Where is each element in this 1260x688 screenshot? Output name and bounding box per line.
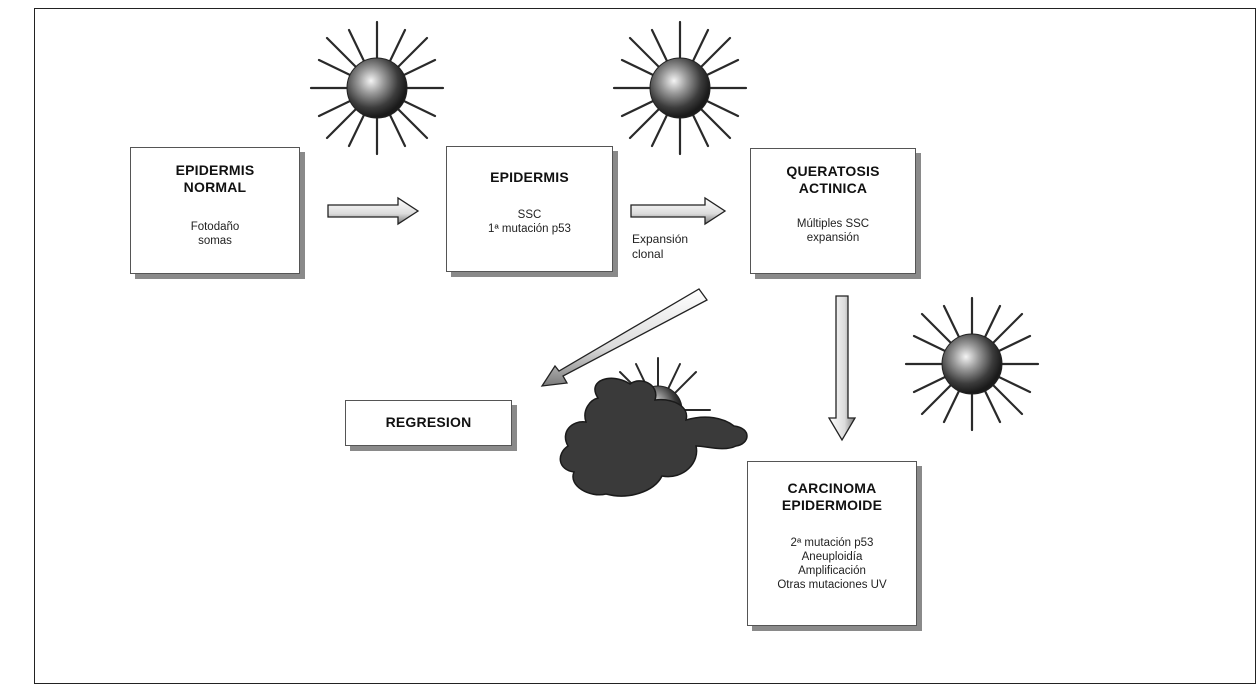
sun-icon: [309, 20, 445, 156]
box-subtext: Otras mutaciones UV: [777, 579, 887, 591]
arrow-diagonal: [540, 288, 708, 387]
box-subtext: Amplificación: [798, 565, 866, 577]
box-subtext: Aneuploidía: [801, 551, 863, 563]
sun-icon: [904, 296, 1040, 432]
box-regresion: REGRESION: [345, 400, 512, 446]
cloud-icon: [559, 357, 748, 497]
box-epidermis-normal: EPIDERMIS NORMAL Fotodaño somas: [130, 147, 300, 274]
box-title: EPIDERMOIDE: [781, 497, 883, 513]
arrow-right: [630, 196, 727, 226]
box-title: NORMAL: [183, 179, 247, 195]
box-title: EPIDERMIS: [490, 169, 569, 185]
box-subtext: Fotodaño: [190, 221, 240, 233]
box-subtext: somas: [198, 235, 232, 247]
box-subtext: 1ª mutación p53: [488, 223, 571, 235]
expansion-label-line: Expansión: [632, 232, 689, 246]
box-epidermis: EPIDERMIS SSC 1ª mutación p53: [446, 146, 613, 272]
box-subtext: Múltiples SSC: [796, 218, 870, 230]
expansion-label-line: clonal: [632, 247, 664, 261]
box-title: CARCINOMA: [787, 480, 877, 496]
box-subtext: 2ª mutación p53: [790, 537, 874, 549]
diagram-frame: [34, 8, 1256, 684]
arrow-right: [327, 196, 420, 226]
expansion-label: Expansión clonal: [632, 232, 688, 262]
box-subtext: SSC: [517, 209, 542, 221]
box-title: ACTINICA: [798, 180, 868, 196]
box-carcinoma-epidermoide: CARCINOMA EPIDERMOIDE 2ª mutación p53 An…: [747, 461, 917, 626]
arrow-down: [827, 295, 857, 442]
box-title: QUERATOSIS: [786, 163, 880, 179]
box-subtext: expansión: [806, 232, 860, 244]
box-title: EPIDERMIS: [175, 162, 255, 178]
box-queratosis-actinica: QUERATOSIS ACTINICA Múltiples SSC expans…: [750, 148, 916, 274]
sun-icon: [612, 20, 748, 156]
box-title: REGRESION: [385, 414, 472, 430]
